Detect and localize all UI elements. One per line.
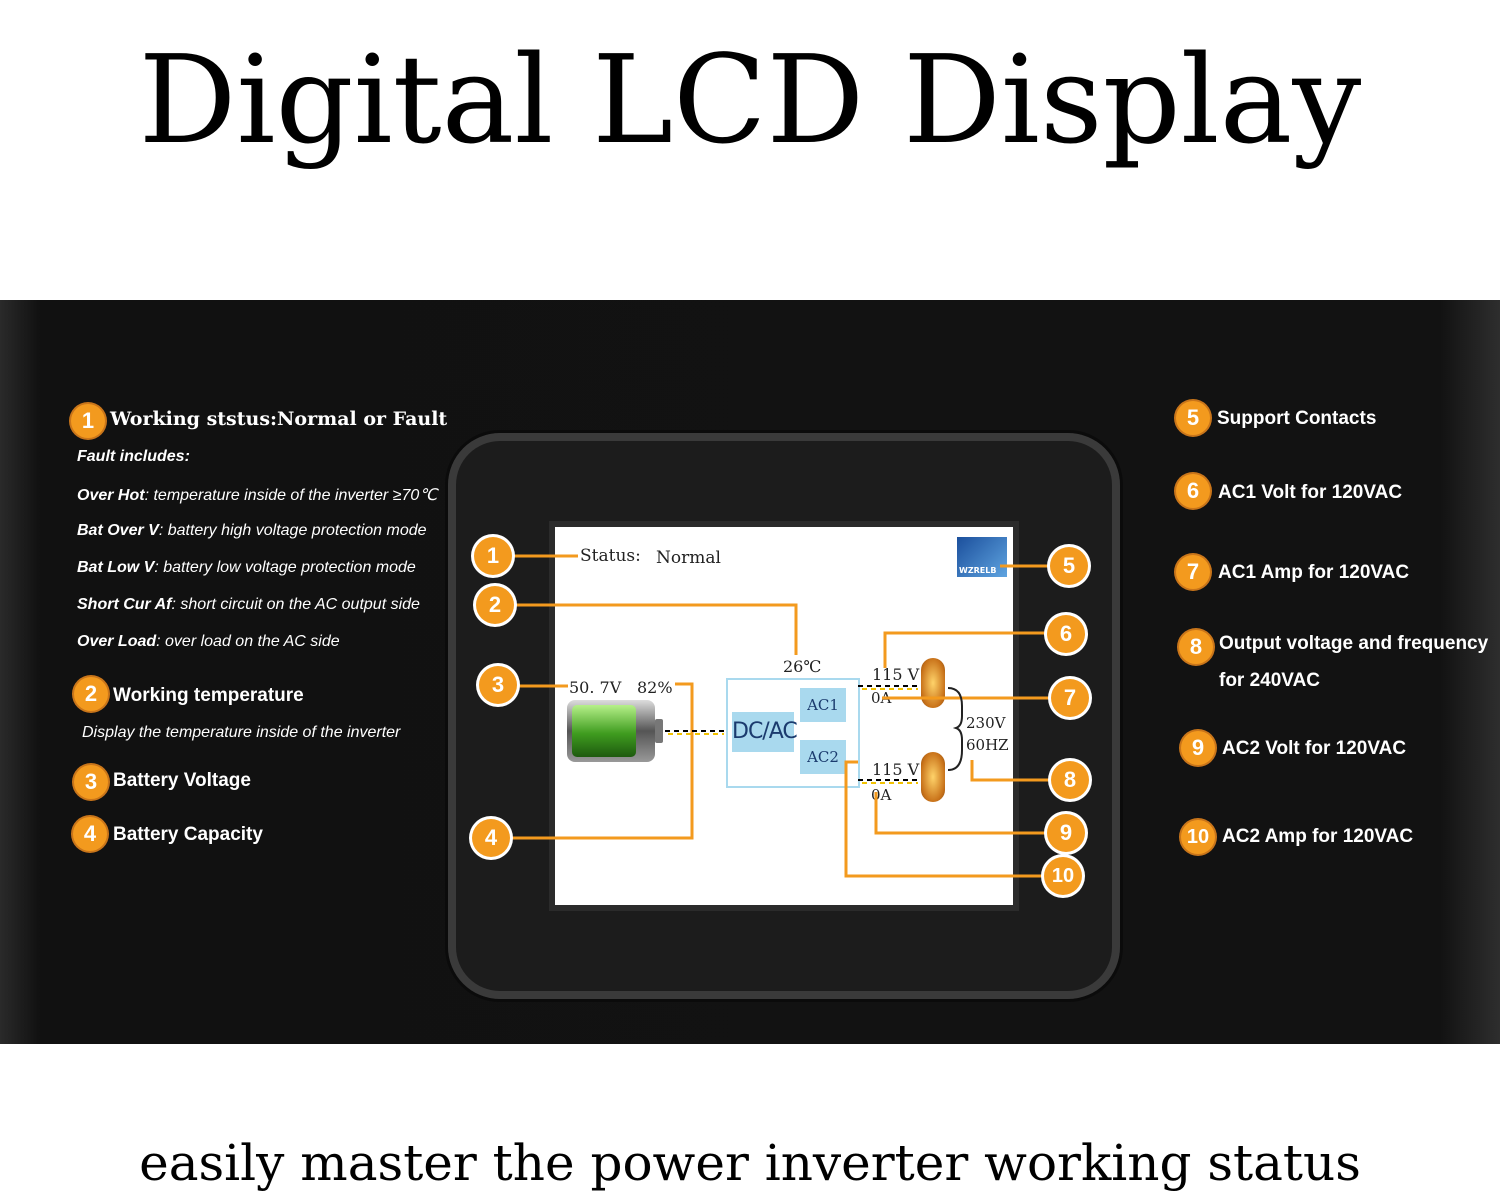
callout-10: 10	[1044, 857, 1082, 895]
fault-over-load: Over Load: over load on the AC side	[77, 633, 340, 650]
callout-7: 7	[1051, 679, 1089, 717]
legend-item-2-desc: Display the temperature inside of the in…	[82, 724, 401, 741]
callout-6: 6	[1047, 615, 1085, 653]
legend-badge-2: 2	[74, 677, 108, 711]
legend-item-2: Working temperature	[113, 685, 304, 706]
callout-1: 1	[474, 537, 512, 575]
legend-item-7: AC1 Amp for 120VAC	[1218, 562, 1410, 583]
ac1-bulb-icon	[921, 658, 945, 708]
legend-badge-9: 9	[1181, 731, 1215, 765]
lcd-logo: WZRELB	[957, 537, 1007, 577]
legend-badge-1: 1	[71, 404, 105, 438]
legend-badge-6: 6	[1176, 474, 1210, 508]
fault-short-cur: Short Cur Af: short circuit on the AC ou…	[77, 596, 420, 613]
callout-5: 5	[1050, 547, 1088, 585]
lcd-status-value: Normal	[656, 548, 721, 568]
ac2-label: AC2	[800, 740, 846, 774]
legend-badge-5: 5	[1176, 401, 1210, 435]
lcd-temperature: 26℃	[783, 657, 822, 676]
legend-item-4: Battery Capacity	[113, 824, 263, 845]
legend-badge-10: 10	[1181, 820, 1215, 854]
callout-8: 8	[1051, 761, 1089, 799]
legend-badge-4: 4	[73, 817, 107, 851]
legend-badge-7: 7	[1176, 555, 1210, 589]
ac1-amp: 0A	[871, 689, 892, 707]
fault-header: Fault includes:	[77, 448, 190, 465]
legend-item-9: AC2 Volt for 120VAC	[1222, 738, 1407, 759]
legend-item-8-line2: for 240VAC	[1219, 670, 1321, 691]
callout-4: 4	[472, 819, 510, 857]
callout-9: 9	[1047, 814, 1085, 852]
lcd-battery-voltage: 50. 7V	[569, 678, 622, 697]
legend-item-6: AC1 Volt for 120VAC	[1218, 482, 1403, 503]
callout-2: 2	[476, 586, 514, 624]
battery-fill	[572, 705, 636, 757]
fault-bat-over-v: Bat Over V: battery high voltage protect…	[77, 522, 427, 539]
page-title: Digital LCD Display	[138, 29, 1362, 171]
legend-item-3: Battery Voltage	[113, 770, 251, 791]
logo-text: WZRELB	[959, 566, 997, 575]
out-volt: 230V	[966, 714, 1006, 732]
ac1-label: AC1	[800, 688, 846, 722]
legend-item-8: Output voltage and frequency	[1219, 633, 1489, 654]
ac2-bulb-icon	[921, 752, 945, 802]
battery-icon	[567, 700, 655, 762]
legend-badge-3: 3	[74, 765, 108, 799]
lcd-status-label: Status:	[580, 546, 641, 566]
ac1-volt: 115 V	[872, 665, 920, 684]
callout-3: 3	[479, 666, 517, 704]
battery-terminal	[655, 719, 663, 743]
legend-item-10: AC2 Amp for 120VAC	[1222, 826, 1414, 847]
legend-item-5: Support Contacts	[1217, 408, 1377, 429]
out-freq: 60HZ	[966, 736, 1009, 754]
ac2-volt: 115 V	[872, 760, 920, 779]
fault-bat-low-v: Bat Low V: battery low voltage protectio…	[77, 559, 416, 576]
legend-item-1: Working ststus:Normal or Fault	[110, 408, 448, 430]
fault-over-hot: Over Hot: temperature inside of the inve…	[77, 487, 438, 504]
page-subtitle: easily master the power inverter working…	[139, 1134, 1361, 1192]
dcac-label: DC/AC	[732, 712, 798, 752]
lcd-battery-capacity: 82%	[637, 678, 673, 697]
legend-badge-8: 8	[1179, 630, 1213, 664]
